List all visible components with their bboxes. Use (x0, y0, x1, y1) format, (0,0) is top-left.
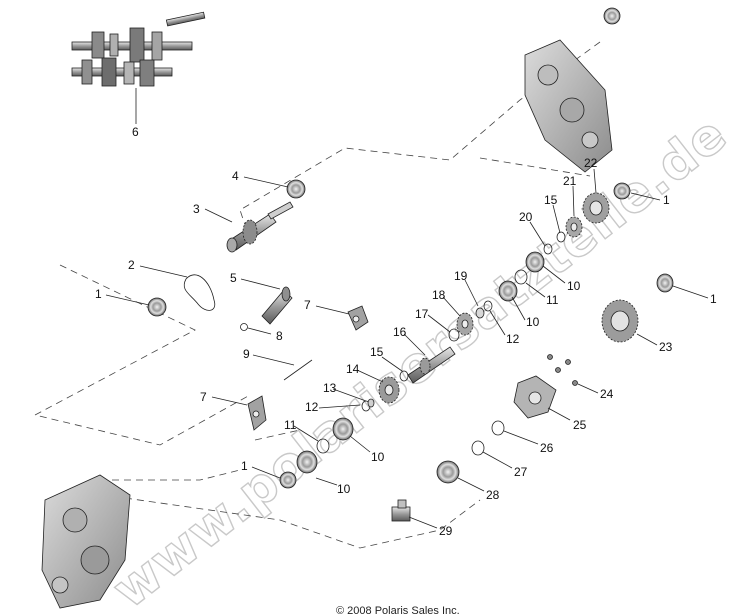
ring-8 (240, 323, 248, 331)
callout-24: 24 (600, 387, 614, 401)
callout-4: 4 (232, 169, 239, 183)
callout-1-left: 1 (95, 287, 102, 301)
gear-18 (456, 312, 474, 336)
bearing-10-upper (498, 280, 518, 302)
callout-23: 23 (659, 340, 673, 354)
gear-13 (367, 398, 375, 408)
callout-26: 26 (540, 441, 554, 455)
bearing-1-lower (279, 471, 297, 489)
callout-9: 9 (243, 347, 250, 361)
callout-3: 3 (193, 202, 200, 216)
transmission-case-left (41, 474, 131, 609)
callout-10-upper: 10 (567, 279, 581, 293)
callout-15-upper: 15 (544, 193, 558, 207)
gear-14 (378, 376, 400, 404)
ring-15-upper (556, 231, 566, 243)
gear-cluster-assembly (71, 11, 206, 87)
callout-2: 2 (128, 258, 135, 272)
callout-11-lower: 11 (284, 418, 297, 432)
ring-17 (448, 328, 460, 342)
callout-6: 6 (132, 125, 139, 139)
callout-20: 20 (519, 210, 533, 224)
bearing-10-lower (296, 450, 318, 474)
callout-7-upper: 7 (304, 298, 311, 312)
callout-19: 19 (454, 269, 468, 283)
callout-7-lower: 7 (200, 390, 207, 404)
callout-11-upper: 11 (546, 293, 559, 307)
gear-19 (475, 307, 485, 319)
callout-8: 8 (276, 329, 283, 343)
bearing-10-mid (332, 417, 354, 441)
shift-shaft-9 (283, 359, 313, 381)
callout-1-right: 1 (710, 292, 717, 306)
ring-27 (471, 440, 485, 456)
callout-12-upper: 12 (506, 332, 520, 346)
ring-15-lower (399, 370, 409, 382)
bearing-4 (286, 179, 306, 199)
shift-drum-5 (261, 286, 293, 325)
ring-11-upper (514, 269, 528, 285)
callout-25: 25 (573, 418, 587, 432)
callout-17: 17 (415, 307, 429, 321)
callout-28: 28 (486, 488, 500, 502)
callout-10-mid: 10 (526, 315, 540, 329)
callout-1-upper-right: 1 (663, 193, 670, 207)
leader-lines (105, 88, 709, 529)
callout-13: 13 (323, 381, 337, 395)
gear-23 (601, 299, 639, 343)
ring-12-upper (483, 300, 493, 312)
callout-29: 29 (439, 524, 453, 538)
shift-fork-7-upper (347, 305, 369, 331)
speed-sensor-29 (391, 499, 411, 522)
callout-14: 14 (346, 362, 360, 376)
bearing-1-right (656, 273, 674, 293)
bearing-10-top (525, 251, 545, 273)
callout-5: 5 (230, 271, 237, 285)
seal-28 (436, 460, 460, 484)
bearing-1-upper-right (613, 182, 631, 200)
callout-27: 27 (514, 465, 528, 479)
watermark-text: www.polarisersatzteile.de (102, 105, 730, 616)
copyright-text: © 2008 Polaris Sales Inc. (336, 605, 460, 616)
callout-10-bottom: 10 (337, 482, 351, 496)
callout-12-lower: 12 (305, 400, 319, 414)
gear-22 (582, 192, 610, 224)
input-shaft-3 (226, 201, 294, 253)
ring-20 (543, 243, 553, 255)
callout-22: 22 (584, 156, 598, 170)
callout-21: 21 (563, 174, 577, 188)
gear-21 (565, 216, 583, 238)
callout-labels: 6 4 3 2 1 5 7 8 9 7 12 11 1 10 10 13 14 … (95, 125, 717, 538)
transmission-case-right (524, 7, 621, 173)
drive-chain-2 (183, 274, 216, 311)
shift-fork-7-lower (247, 395, 267, 431)
callout-1-lower: 1 (241, 459, 248, 473)
bearing-1-left (147, 297, 167, 317)
callout-16: 16 (393, 325, 407, 339)
bolts-24 (547, 354, 578, 386)
retainer-plate-25 (513, 375, 557, 419)
shaft-16 (407, 346, 456, 384)
ring-26 (491, 420, 505, 436)
callout-10-lower: 10 (371, 450, 385, 464)
callout-18: 18 (432, 288, 446, 302)
ring-11-lower (316, 438, 330, 454)
callout-15-lower: 15 (370, 345, 384, 359)
